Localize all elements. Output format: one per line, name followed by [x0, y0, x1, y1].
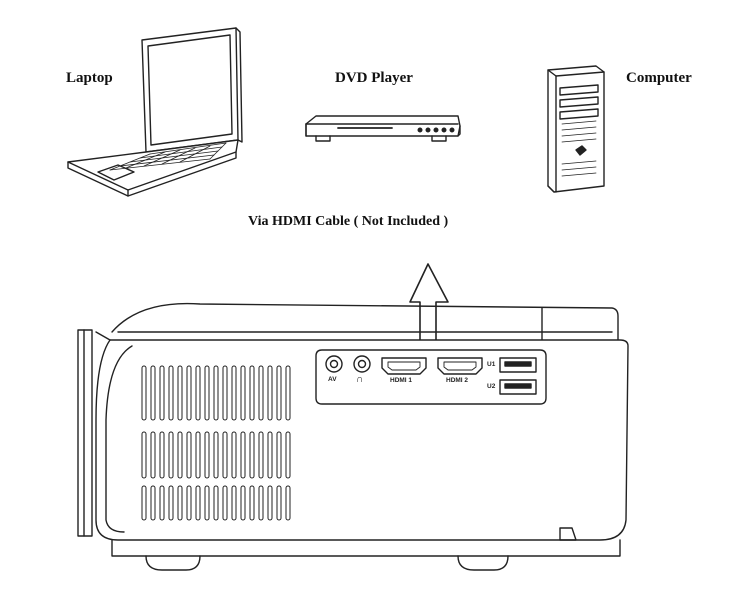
av-port-label: AV	[328, 376, 337, 383]
usb-2-port[interactable]	[499, 379, 537, 395]
port-panel	[315, 349, 547, 405]
vent-slot	[141, 485, 147, 521]
vent-slot	[186, 365, 192, 421]
vent-slot	[249, 365, 255, 421]
vent-slot	[267, 365, 273, 421]
vent-slot	[150, 431, 156, 479]
vent-slot	[258, 485, 264, 521]
vent-slot	[150, 365, 156, 421]
vent-slot	[249, 431, 255, 479]
vent-slot	[195, 365, 201, 421]
vent-slot	[168, 365, 174, 421]
vent-slot	[276, 365, 282, 421]
vent-slot	[222, 485, 228, 521]
av-jack[interactable]	[325, 355, 343, 373]
vent-slot	[222, 431, 228, 479]
vent-slot	[168, 431, 174, 479]
vent-slot	[231, 365, 237, 421]
vent-slot	[141, 431, 147, 479]
projector-illustration	[77, 302, 629, 571]
upload-arrow-icon	[409, 263, 449, 351]
vent-slot	[177, 485, 183, 521]
vent-slot	[186, 431, 192, 479]
vent-slot	[213, 431, 219, 479]
vent-slot	[204, 485, 210, 521]
computer-tower-illustration	[547, 65, 605, 193]
hdmi-2-label: HDMI 2	[446, 377, 469, 384]
vent-slot	[240, 485, 246, 521]
laptop-illustration	[67, 27, 243, 197]
vent-slot	[195, 431, 201, 479]
vent-slot	[204, 431, 210, 479]
vent-slot	[177, 365, 183, 421]
vent-slot	[267, 485, 273, 521]
vent-slot	[231, 485, 237, 521]
headphone-icon: ∩	[356, 374, 364, 385]
dvd-player-label: DVD Player	[335, 70, 413, 86]
vent-slot	[285, 485, 291, 521]
hdmi-cable-caption: Via HDMI Cable ( Not Included )	[248, 214, 449, 229]
ventilation-grille	[141, 365, 291, 521]
vent-slot	[195, 485, 201, 521]
vent-slot	[168, 485, 174, 521]
hdmi-1-port[interactable]	[381, 357, 427, 375]
vent-slot	[159, 485, 165, 521]
vent-slot	[150, 485, 156, 521]
laptop-label: Laptop	[66, 70, 113, 86]
vent-slot	[285, 365, 291, 421]
vent-slot	[213, 365, 219, 421]
vent-slot	[231, 431, 237, 479]
headphone-jack[interactable]	[353, 355, 371, 373]
dvd-player-illustration	[305, 115, 461, 142]
vent-slot	[240, 431, 246, 479]
usb-1-label: U1	[487, 361, 496, 368]
vent-slot	[177, 431, 183, 479]
touchpad	[97, 164, 135, 181]
usb-2-label: U2	[487, 383, 496, 390]
vent-slot	[249, 485, 255, 521]
hdmi-2-port[interactable]	[437, 357, 483, 375]
vent-slot	[213, 485, 219, 521]
vent-slot	[267, 431, 273, 479]
vent-slot	[141, 365, 147, 421]
vent-slot	[258, 431, 264, 479]
vent-slot	[159, 365, 165, 421]
vent-slot	[258, 365, 264, 421]
vent-slot	[276, 485, 282, 521]
usb-1-port[interactable]	[499, 357, 537, 373]
hdmi-1-label: HDMI 1	[390, 377, 413, 384]
vent-slot	[276, 431, 282, 479]
vent-slot	[285, 431, 291, 479]
vent-slot	[240, 365, 246, 421]
vent-slot	[204, 365, 210, 421]
vent-slot	[159, 431, 165, 479]
computer-label: Computer	[626, 70, 692, 86]
vent-slot	[186, 485, 192, 521]
vent-slot	[222, 365, 228, 421]
